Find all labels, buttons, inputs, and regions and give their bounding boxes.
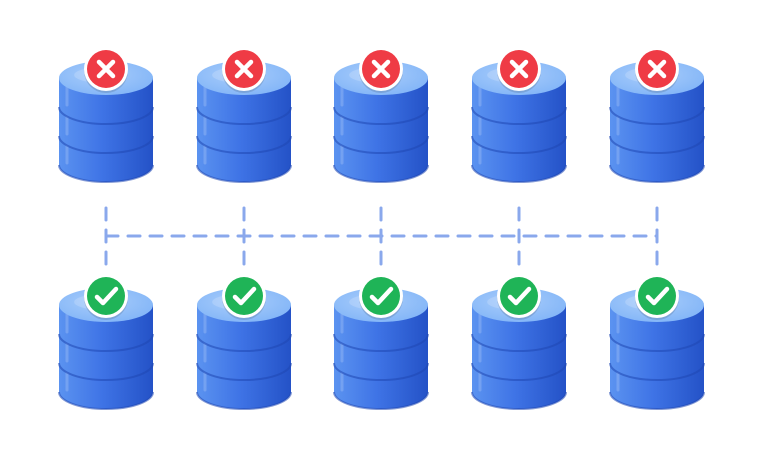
badge-fill — [362, 277, 400, 315]
database-icon — [609, 288, 705, 410]
database-rim — [196, 164, 292, 183]
x-mark-icon — [96, 59, 116, 79]
database-node — [471, 274, 567, 410]
database-rim — [471, 362, 567, 381]
x-mark-icon — [509, 59, 529, 79]
database-node — [333, 47, 429, 183]
database-rim — [471, 333, 567, 352]
database-rim — [58, 106, 154, 125]
database-rim — [609, 362, 705, 381]
check-mark-icon — [645, 286, 670, 306]
error-badge — [635, 47, 679, 93]
database-node — [196, 274, 292, 410]
database-icon — [58, 61, 154, 183]
database-rim — [333, 106, 429, 125]
connector-lines — [104, 206, 659, 268]
database-rim — [196, 391, 292, 410]
database-rim — [471, 106, 567, 125]
database-rim — [609, 164, 705, 183]
x-mark-icon — [647, 59, 667, 79]
database-node — [609, 47, 705, 183]
database-rim — [196, 135, 292, 154]
database-rim — [471, 391, 567, 410]
database-icon — [609, 61, 705, 183]
check-mark-icon — [507, 286, 532, 306]
check-mark-icon — [94, 286, 119, 306]
database-node — [609, 274, 705, 410]
error-badge — [222, 47, 266, 93]
database-rim — [333, 164, 429, 183]
success-badge — [497, 274, 541, 320]
database-node — [333, 274, 429, 410]
check-mark-icon — [369, 286, 394, 306]
database-rim — [609, 391, 705, 410]
badge-fill — [225, 277, 263, 315]
badge-fill — [500, 277, 538, 315]
success-badge — [84, 274, 128, 320]
database-node — [58, 47, 154, 183]
database-rim — [333, 135, 429, 154]
check-mark-icon — [232, 286, 257, 306]
database-rim — [333, 362, 429, 381]
database-rim — [58, 362, 154, 381]
error-badge — [359, 47, 403, 93]
database-rim — [609, 333, 705, 352]
success-badge — [359, 274, 403, 320]
database-rim — [196, 106, 292, 125]
success-badge — [222, 274, 266, 320]
row-top — [58, 47, 705, 183]
database-node — [196, 47, 292, 183]
badge-fill — [638, 277, 676, 315]
x-mark-icon — [371, 59, 391, 79]
error-badge — [497, 47, 541, 93]
error-badge — [84, 47, 128, 93]
database-node — [471, 47, 567, 183]
database-nodes — [58, 47, 705, 410]
database-rim — [58, 135, 154, 154]
database-rim — [333, 391, 429, 410]
badge-fill — [87, 277, 125, 315]
success-badge — [635, 274, 679, 320]
database-rim — [58, 391, 154, 410]
database-rim — [58, 164, 154, 183]
database-node — [58, 274, 154, 410]
database-rim — [196, 333, 292, 352]
database-rim — [333, 333, 429, 352]
database-rim — [609, 135, 705, 154]
database-rim — [471, 135, 567, 154]
database-rim — [196, 362, 292, 381]
database-rim — [609, 106, 705, 125]
database-icon — [471, 288, 567, 410]
x-mark-icon — [234, 59, 254, 79]
database-rim — [58, 333, 154, 352]
database-rim — [471, 164, 567, 183]
row-bottom — [58, 274, 705, 410]
